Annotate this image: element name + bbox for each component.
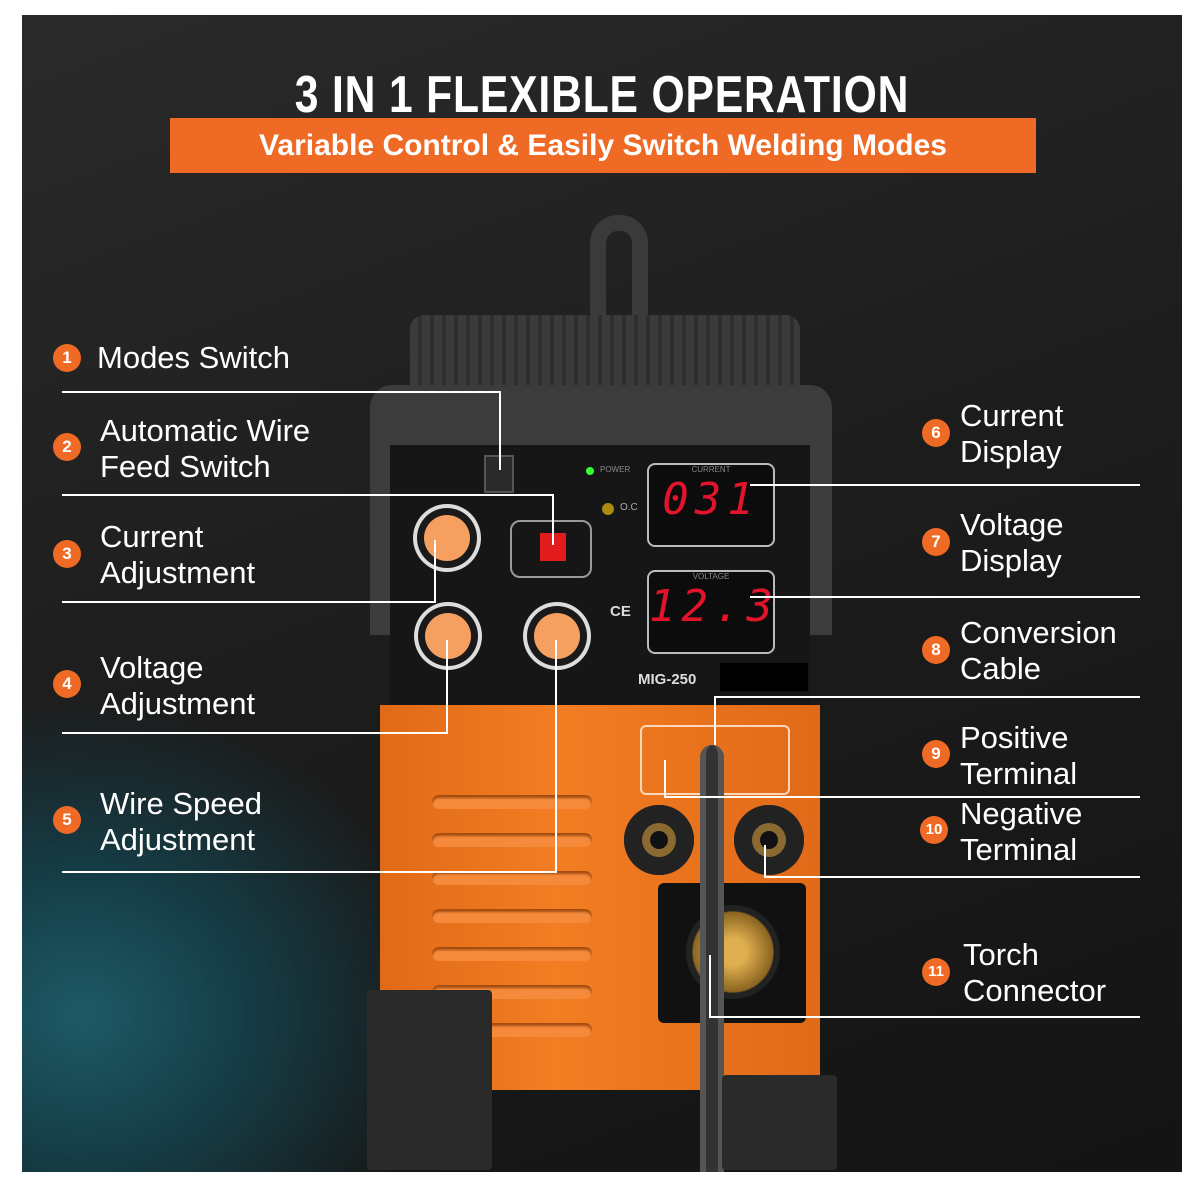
power-led [586,467,594,475]
current-knob [424,515,470,561]
power-label: POWER [600,465,631,474]
current-display-value: 031 [662,474,760,525]
callout-line: Negative [960,796,1083,831]
leader-line-9 [664,760,1140,798]
callout-number: 3 [53,540,81,568]
page-title: 3 IN 1 FLEXIBLE OPERATION [294,66,910,124]
callout-line: Voltage [100,650,204,685]
positive-terminal [624,805,694,875]
callout-line: Display [960,543,1062,578]
ce-mark: CE [610,603,631,620]
callout-number: 7 [922,528,950,556]
callout-line: Torch [963,937,1039,972]
leader-line-5 [62,640,557,873]
callout-number: 9 [922,740,950,768]
leader-line-4 [62,640,448,734]
callout-line: Terminal [960,756,1078,791]
callout-number: 10 [920,816,948,844]
callout-line: Connector [963,973,1107,1008]
top-cover [410,315,800,387]
right-foot [722,1075,837,1170]
product-infographic: 3 IN 1 FLEXIBLE OPERATION Variable Contr… [22,15,1182,1172]
negative-terminal [734,805,804,875]
torch-cable [700,745,724,1172]
callout-number: 4 [53,670,81,698]
leader-lines [62,391,1140,1018]
leader-line-3 [62,540,436,603]
callout-line: Voltage [960,507,1064,542]
callout-number: 5 [53,806,81,834]
callout-number: 1 [53,344,81,372]
oc-label: O.C [620,502,638,513]
callout-line: Adjustment [100,822,256,857]
callout-line: Adjustment [100,686,256,721]
callout-line: Positive [960,720,1069,755]
callout-line: Adjustment [100,555,256,590]
leader-line-10 [764,845,1140,878]
voltage-display: VOLTAGE 12.3 [647,570,775,654]
callout-line: Modes Switch [97,340,290,375]
leader-line-1 [62,391,501,470]
callout-label: Modes Switch [97,340,290,376]
leader-line-11 [709,955,1140,1018]
oc-led [602,503,614,515]
model-label: MIG-250 [638,671,697,688]
current-display-label: CURRENT [691,465,731,474]
callout-line: Automatic Wire [100,413,311,448]
leader-line-8 [714,696,1140,745]
callout-line: Current [100,519,204,554]
callout-line: Conversion [960,615,1117,650]
callout-line: Terminal [960,832,1078,867]
conversion-cable-box [720,663,808,691]
callout-line: Wire Speed [100,786,262,821]
voltage-display-label: VOLTAGE [692,572,730,581]
callout-line: Feed Switch [100,449,271,484]
subtitle-banner: Variable Control & Easily Switch Welding… [170,118,1036,173]
callout-number: 6 [922,419,950,447]
callout-number: 8 [922,636,950,664]
callout-number: 2 [53,433,81,461]
wire-feed-switch [510,520,592,578]
callout-number: 11 [922,958,950,986]
leader-line-2 [62,494,554,545]
callout-line: Cable [960,651,1041,686]
callout-line: Display [960,434,1062,469]
left-foot [367,990,492,1170]
current-display: CURRENT 031 [647,463,775,547]
callout-line: Current [960,398,1064,433]
voltage-display-value: 12.3 [649,581,779,632]
